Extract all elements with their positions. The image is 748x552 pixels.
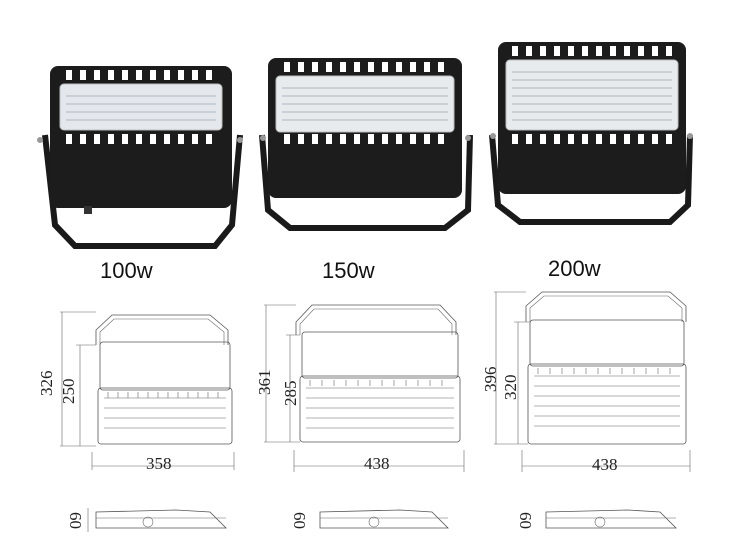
width-150w: 438 — [364, 454, 390, 473]
height-total-100w: 326 — [37, 371, 56, 397]
wattage-label-200w: 200w — [548, 256, 601, 281]
depth-150w: 60 — [290, 512, 309, 529]
floodlight-150w-photo: 150w — [259, 58, 473, 283]
wattage-label-150w: 150w — [322, 258, 375, 283]
height-body-150w: 285 — [281, 381, 300, 407]
height-body-100w: 250 — [59, 379, 78, 405]
width-100w: 358 — [146, 454, 172, 473]
width-200w: 438 — [592, 455, 618, 474]
wattage-label-100w: 100w — [100, 258, 153, 283]
dimension-drawing-200w: 396 320 438 60 — [481, 291, 691, 529]
depth-100w: 60 — [66, 512, 85, 529]
dimension-drawing-100w: 326 250 358 60 — [37, 311, 235, 532]
height-body-200w: 320 — [501, 375, 520, 401]
floodlight-100w-photo: 100w — [37, 66, 243, 283]
floodlight-200w-photo: 200w — [489, 42, 693, 281]
height-total-200w: 396 — [481, 367, 500, 393]
dimension-drawing-150w: 361 285 438 60 — [255, 304, 465, 529]
depth-200w: 60 — [516, 512, 535, 529]
height-total-150w: 361 — [255, 370, 274, 396]
